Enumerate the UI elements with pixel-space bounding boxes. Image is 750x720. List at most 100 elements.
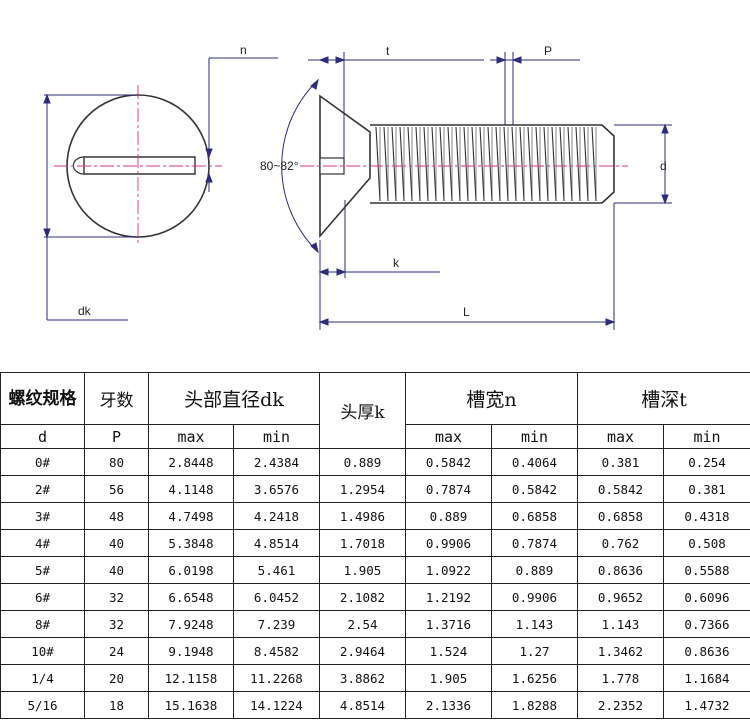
- table-cell: 0.5842: [405, 448, 492, 476]
- thread-line: [487, 126, 493, 202]
- table-cell: 80: [84, 448, 149, 476]
- table-cell: 0.762: [577, 529, 664, 557]
- table-cell: 1.6256: [491, 664, 578, 692]
- table-cell: 14.1224: [233, 691, 320, 719]
- thread-line: [503, 126, 509, 202]
- l-dimension: [318, 203, 616, 330]
- table-cell: 1.4986: [319, 502, 406, 530]
- table-cell: 32: [84, 610, 149, 638]
- table-cell: 1.3716: [405, 610, 492, 638]
- table-cell: 40: [84, 556, 149, 584]
- n-label: n: [240, 43, 247, 57]
- table-cell: 0.7874: [405, 475, 492, 503]
- screw-technical-drawing: dk n 80~82° t: [43, 43, 672, 330]
- thread-line: [495, 126, 501, 202]
- thread-line: [479, 126, 485, 202]
- thread-line: [543, 126, 549, 202]
- table-cell: 2.8448: [148, 448, 234, 476]
- thread-line: [399, 126, 405, 202]
- table-cell: 0.5588: [662, 556, 750, 584]
- table-cell: 3#: [0, 502, 85, 530]
- table-cell: 0.8636: [577, 556, 664, 584]
- table-cell: 6.6548: [148, 583, 234, 611]
- table-cell: 5/16: [0, 691, 85, 719]
- table-cell: 8#: [0, 610, 85, 638]
- header-head-thick: 头厚k: [319, 372, 406, 449]
- table-cell: 10#: [0, 637, 85, 665]
- table-cell: 1.8288: [491, 691, 578, 719]
- table-cell: 3.8862: [319, 664, 406, 692]
- table-cell: 0.7874: [491, 529, 578, 557]
- table-cell: 56: [84, 475, 149, 503]
- table-cell: 0.4064: [491, 448, 578, 476]
- head-top-view: [54, 85, 222, 246]
- t-label: t: [386, 44, 390, 58]
- table-cell: 0.9906: [405, 529, 492, 557]
- thread-line: [463, 126, 469, 202]
- table-cell: 5.3848: [148, 529, 234, 557]
- thread-line: [567, 126, 573, 202]
- table-cell: 1.3462: [577, 637, 664, 665]
- table-cell: 0.889: [319, 448, 406, 476]
- table-cell: 0.5842: [491, 475, 578, 503]
- table-cell: 15.1638: [148, 691, 234, 719]
- table-cell: 0.7366: [662, 610, 750, 638]
- table-cell: 0.8636: [662, 637, 750, 665]
- table-cell: 4.1148: [148, 475, 234, 503]
- table-cell: 4.7498: [148, 502, 234, 530]
- table-cell: 0.381: [577, 448, 664, 476]
- thread-line: [455, 126, 461, 202]
- table-cell: 0.9906: [491, 583, 578, 611]
- table-cell: 1.1684: [662, 664, 750, 692]
- thread-line: [551, 126, 557, 202]
- thread-line: [391, 126, 397, 202]
- dk-dimension: [43, 93, 138, 321]
- table-cell: 1.27: [491, 637, 578, 665]
- table-cell: 1.143: [577, 610, 664, 638]
- p-label: P: [544, 44, 552, 58]
- thread-line: [407, 126, 413, 202]
- table-cell: 2.9464: [319, 637, 406, 665]
- table-cell: 3.6576: [233, 475, 320, 503]
- d-dimension: [614, 123, 672, 205]
- header-row: 螺纹规格 牙数 头部直径dk 头厚k 槽宽n 槽深t: [0, 372, 750, 449]
- thread-line: [431, 126, 437, 202]
- table-cell: 5#: [0, 556, 85, 584]
- thread-lines: [375, 126, 597, 202]
- table-cell: 1.7018: [319, 529, 406, 557]
- table-cell: 1.778: [577, 664, 664, 692]
- table-cell: 9.1948: [148, 637, 234, 665]
- table-cell: 1.143: [491, 610, 578, 638]
- table-cell: 5.461: [233, 556, 320, 584]
- thread-line: [423, 126, 429, 202]
- dk-label: dk: [78, 304, 92, 318]
- sub-n-min: min: [491, 424, 578, 449]
- thread-line: [583, 126, 589, 202]
- table-cell: 0.889: [405, 502, 492, 530]
- table-cell: 2.4384: [233, 448, 320, 476]
- table-cell: 0.381: [662, 475, 750, 503]
- table-cell: 2.2352: [577, 691, 664, 719]
- table-cell: 12.1158: [148, 664, 234, 692]
- table-cell: 2.1082: [319, 583, 406, 611]
- sub-p: P: [84, 424, 149, 449]
- k-dimension: [318, 200, 440, 330]
- sub-dk-min: min: [233, 424, 320, 449]
- table-cell: 18: [84, 691, 149, 719]
- table-cell: 2.54: [319, 610, 406, 638]
- sub-n-max: max: [405, 424, 492, 449]
- table-cell: 0.6096: [662, 583, 750, 611]
- header-spec: 螺纹规格: [0, 372, 85, 425]
- header-slot-width: 槽宽n: [405, 372, 578, 425]
- sub-t-min: min: [662, 424, 750, 449]
- thread-line: [511, 126, 517, 202]
- table-cell: 0.5842: [577, 475, 664, 503]
- table-cell: 2.1336: [405, 691, 492, 719]
- thread-line: [527, 126, 533, 202]
- sub-d: d: [0, 424, 85, 449]
- table-cell: 4.8514: [233, 529, 320, 557]
